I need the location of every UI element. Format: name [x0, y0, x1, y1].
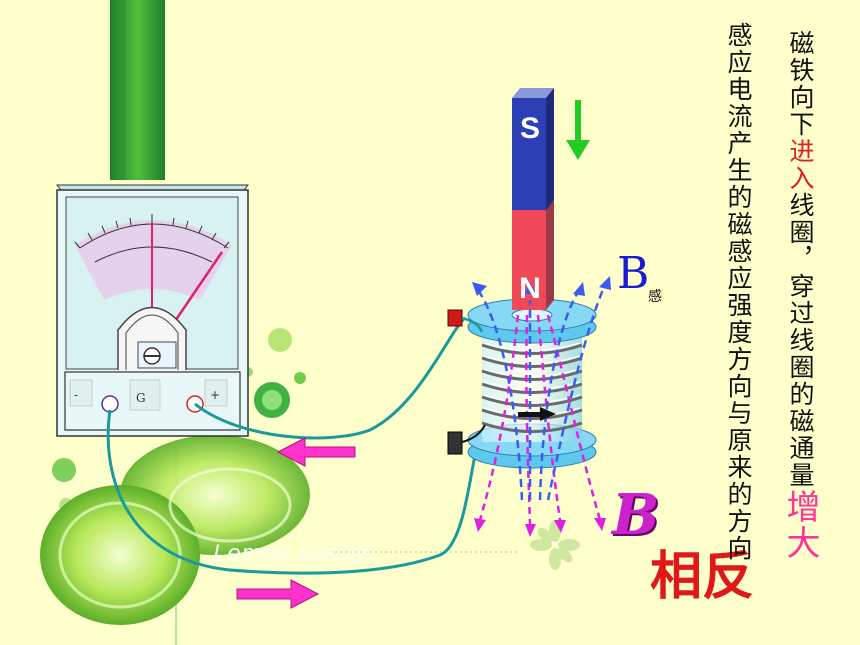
- galvanometer-letter: G: [136, 391, 146, 405]
- induced-field-lines: [476, 284, 607, 501]
- terminal-minus-label: -: [74, 388, 79, 402]
- text-enter: 进入: [786, 138, 815, 192]
- bar-magnet: [512, 88, 554, 310]
- coil-inner-arrow-icon: [518, 407, 556, 421]
- magnet-s-label: S: [519, 112, 540, 145]
- induced-field-symbol: B: [617, 248, 650, 299]
- text-increase: 增大: [780, 489, 820, 561]
- down-arrow-icon: [566, 100, 590, 160]
- terminal-plus-label: +: [210, 388, 221, 402]
- explanation-column-1: 磁铁向下进入线圈，穿过线圈的磁通量增大: [780, 30, 820, 561]
- original-field-symbol: B: [612, 482, 660, 548]
- original-field-arrowheads: [474, 518, 606, 537]
- explanation-column-2: 感应电流产生的磁感应强度方向与原来的方向: [724, 22, 753, 562]
- induced-field-arrowheads: [472, 276, 611, 296]
- negative-terminal: [101, 395, 119, 413]
- galvanometer: [55, 184, 250, 437]
- original-field-label: 相反: [650, 546, 755, 607]
- lemon-design-logo: Lemon design: [213, 540, 376, 567]
- circuit-wires: [106, 316, 480, 575]
- text-magnet-down: 磁铁向下: [786, 30, 815, 138]
- original-field-lines: [478, 314, 602, 526]
- current-arrow-icon: [236, 437, 356, 609]
- induced-field-subscript: 感: [648, 289, 662, 305]
- text-flux: 线圈，穿过线圈的磁通量: [786, 192, 815, 489]
- magnet-n-label: N: [519, 272, 541, 305]
